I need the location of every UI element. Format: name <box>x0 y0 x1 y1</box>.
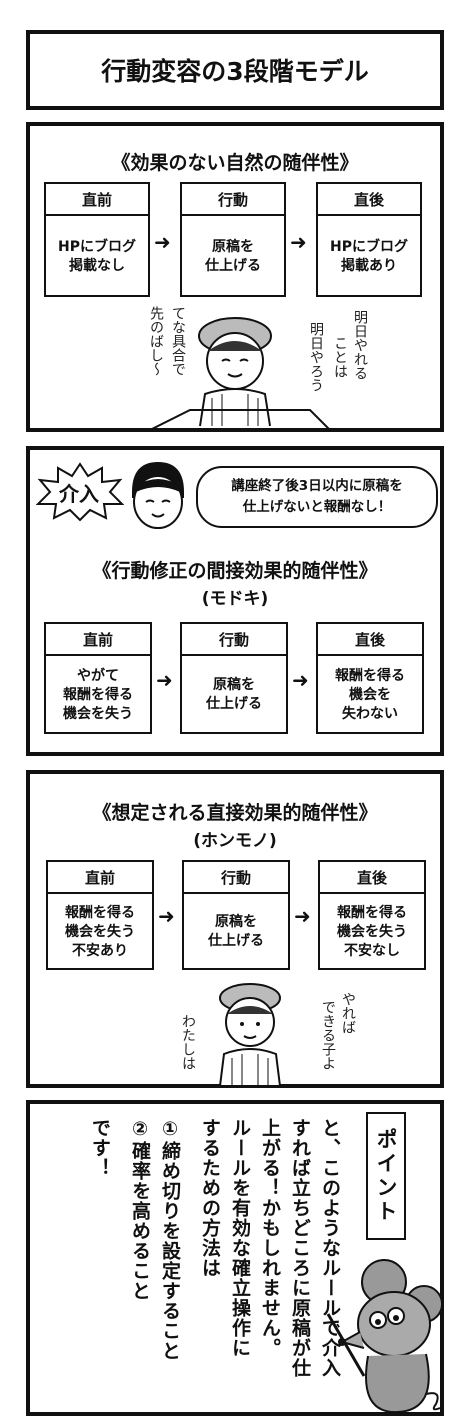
speech-can-do: できる子よ <box>320 1000 336 1070</box>
point-col-7: ②確率を高めること <box>129 1118 151 1301</box>
panel3-box-before: 直前 報酬を得る 機会を失う 不安あり <box>46 860 154 970</box>
point-col-3: 上がる！かもしれません。 <box>259 1118 281 1358</box>
box-head: 行動 <box>184 862 288 894</box>
panel1-box-after: 直後 HPにブログ 掲載あり <box>316 182 422 297</box>
box-body: 原稿を 仕上げる <box>206 677 262 712</box>
box-body: 原稿を 仕上げる <box>205 238 261 274</box>
box-head: 直後 <box>318 624 422 656</box>
panel3-box-after: 直後 報酬を得る 機会を失う 不安なし <box>318 860 426 970</box>
box-head: 直前 <box>46 184 148 216</box>
box-head: 直後 <box>320 862 424 894</box>
box-body: 報酬を得る 機会を失う 不安なし <box>337 904 407 959</box>
speech-bubble-rule: 講座終了後3日以内に原稿を 仕上げないと報酬なし！ <box>196 466 438 528</box>
box-head: 直前 <box>46 624 150 656</box>
point-label-box: ポイント <box>366 1112 406 1240</box>
box-head: 直後 <box>318 184 420 216</box>
arrow-right-icon: ➜ <box>294 904 311 928</box>
point-col-4: ルールを有効な確立操作に <box>229 1118 251 1358</box>
panel-point: ポイント と、このようなルールで介入 すれば立ちどころに原稿が仕 上がる！かもし… <box>26 1100 444 1416</box>
box-head: 行動 <box>182 184 284 216</box>
panel2-box-before: 直前 やがて 報酬を得る 機会を失う <box>44 622 152 734</box>
arrow-right-icon: ➜ <box>290 230 307 254</box>
panel-indirect-contingency: 介入 講座終了後3日以内に原稿を 仕上げないと報酬なし！ 《行動修正の間接効果的… <box>26 446 444 756</box>
panel3-subheading: (ホンモノ) <box>193 831 277 851</box>
panel2-box-after: 直後 報酬を得る 機会を 失わない <box>316 622 424 734</box>
arrow-right-icon: ➜ <box>156 668 173 692</box>
arrow-right-icon: ➜ <box>158 904 175 928</box>
box-body: やがて 報酬を得る 機会を失う <box>63 667 133 722</box>
point-col-6: ①締め切りを設定すること <box>159 1118 181 1361</box>
box-head: 直前 <box>48 862 152 894</box>
woman-confident-illustration <box>190 983 310 1087</box>
panel2-heading: 《行動修正の間接効果的随伴性》 <box>92 560 378 582</box>
speech-i-am: わたしは <box>180 1014 196 1070</box>
box-body: 報酬を得る 機会を失う 不安あり <box>65 904 135 959</box>
speech-procrastinate: 先のばし〜 <box>148 306 164 376</box>
speech-like-this: てな具合で <box>170 306 186 376</box>
point-label: ポイント <box>374 1128 398 1224</box>
box-body: 報酬を得る 機会を 失わない <box>335 667 405 722</box>
panel1-box-behavior: 行動 原稿を 仕上げる <box>180 182 286 297</box>
mouse-teacher-illustration <box>326 1259 443 1414</box>
speech-tomorrow-2: ことは <box>332 336 348 378</box>
panel3-heading: 《想定される直接効果的随伴性》 <box>92 802 378 824</box>
panel-natural-contingency: 《効果のない自然の随伴性》 直前 HPにブログ 掲載なし ➜ 行動 原稿を 仕上… <box>26 122 444 432</box>
panel2-subheading: (モドキ) <box>201 589 269 609</box>
speech-tomorrow-3: 明日やろう <box>308 322 324 392</box>
panel1-heading: 《効果のない自然の随伴性》 <box>111 152 359 174</box>
arrow-right-icon: ➜ <box>154 230 171 254</box>
point-col-2: すれば立ちどころに原稿が仕 <box>289 1118 311 1378</box>
box-body: HPにブログ 掲載なし <box>58 238 136 274</box>
point-col-8: です！ <box>89 1118 111 1178</box>
panel-direct-contingency: 《想定される直接効果的随伴性》 (ホンモノ) 直前 報酬を得る 機会を失う 不安… <box>26 770 444 1088</box>
point-col-5: するための方法は <box>199 1118 221 1278</box>
speech-if-i-try: やれば <box>340 992 356 1034</box>
arrow-right-icon: ➜ <box>292 668 309 692</box>
burst-shape-icon <box>36 462 124 522</box>
panel2-box-behavior: 行動 原稿を 仕上げる <box>180 622 288 734</box>
box-body: 原稿を 仕上げる <box>208 914 264 949</box>
box-head: 行動 <box>182 624 286 656</box>
speech-tomorrow-1: 明日やれる <box>352 310 368 380</box>
page-title: 行動変容の3段階モデル <box>101 57 369 86</box>
panel3-box-behavior: 行動 原稿を 仕上げる <box>182 860 290 970</box>
title-panel: 行動変容の3段階モデル <box>26 30 444 110</box>
intervention-label: 介入 <box>59 482 99 506</box>
box-body: HPにブログ 掲載あり <box>330 238 408 274</box>
boy-face-illustration <box>132 462 184 529</box>
point-col-1: と、このようなルールで介入 <box>319 1118 341 1378</box>
woman-writing-illustration <box>150 317 330 431</box>
panel1-box-before: 直前 HPにブログ 掲載なし <box>44 182 150 297</box>
